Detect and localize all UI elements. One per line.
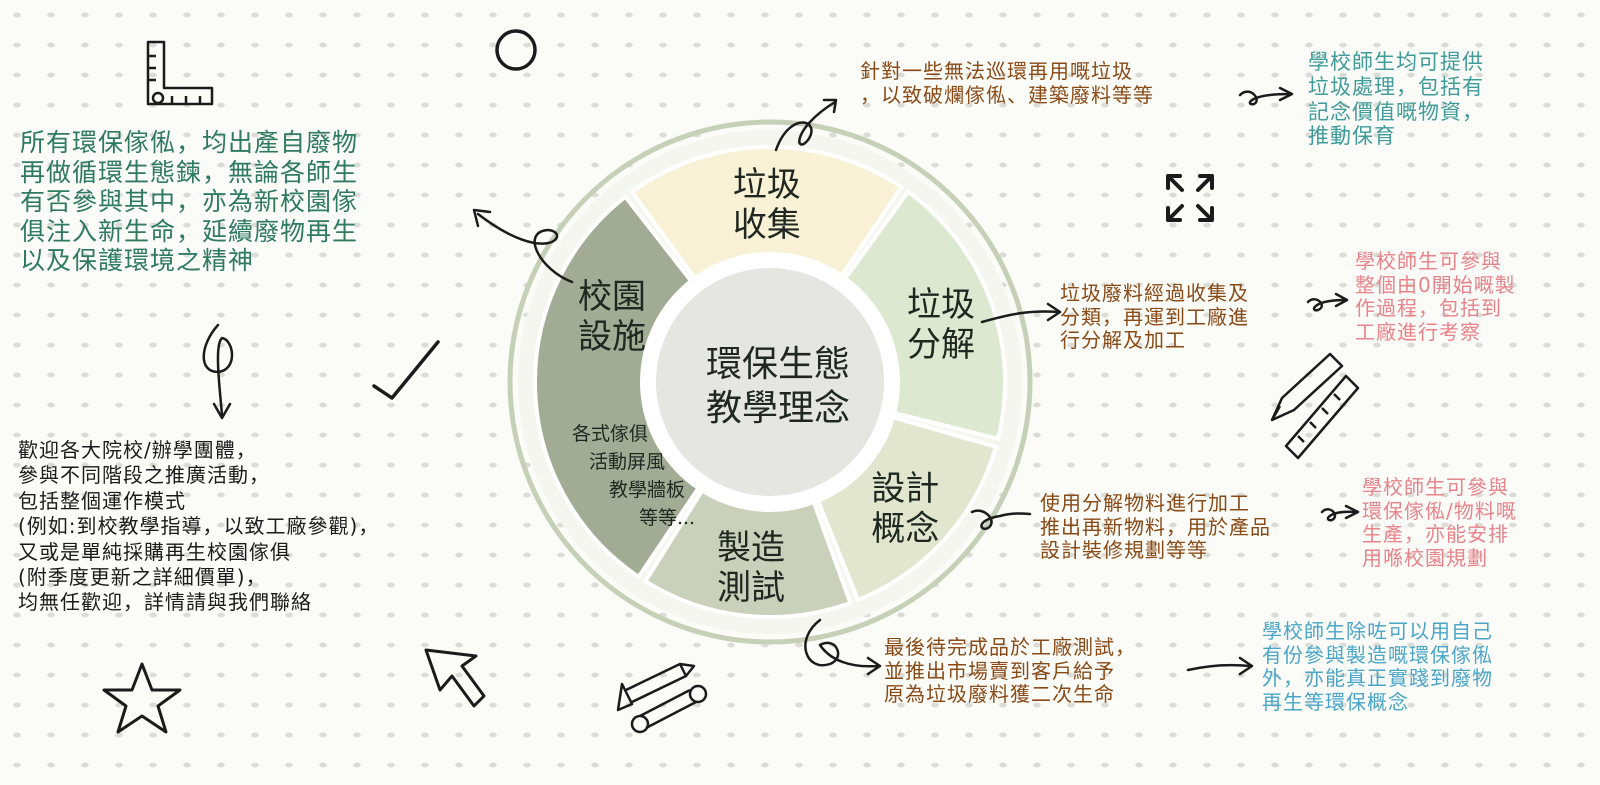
note-design-school: 學校師生可參與 環保傢俬/物料嘅 生產，亦能安排 用喺校園規劃	[1362, 475, 1517, 570]
segment-design-label-line1: 設計	[871, 469, 939, 509]
center-disc	[656, 268, 884, 496]
campus-note-line1: 各式傢俱	[572, 423, 648, 445]
note-collect: 針對一些無法巡環再用嘅垃圾 ，以致破爛傢俬、建築廢料等等	[860, 59, 1154, 107]
campus-note-line4: 等等...	[639, 507, 695, 529]
segment-decompose-label-line1: 垃圾	[907, 285, 975, 325]
note-decompose: 垃圾廢料經過收集及 分類，再運到工廠進 行分解及加工	[1060, 281, 1249, 353]
segment-manufacture-label-line2: 測試	[717, 568, 785, 608]
segment-collect-label-line2: 收集	[733, 205, 801, 245]
outer-ring	[507, 119, 1033, 645]
segment-collect-label-line1: 垃圾	[733, 165, 801, 205]
note-decompose-school: 學校師生可參與 整個由0開始嘅製 作過程，包括到 工廠進行考察	[1355, 249, 1516, 344]
segment-decompose	[842, 189, 1007, 442]
campus-note-line2: 活動屏風	[589, 451, 665, 473]
note-bottom-left: 歡迎各大院校/辦學團體， 參與不同階段之推廣活動， 包括整個運作模式 (例如:到…	[18, 438, 380, 615]
note-manufacture-school: 學校師生除咗可以用自己 有份參與製造嘅環保傢俬 外，亦能真正實踐到廢物 再生等環…	[1262, 619, 1493, 714]
segment-collect	[629, 145, 905, 282]
segment-manufacture-label-line1: 製造	[717, 528, 785, 568]
segment-campus-label-line2: 設施	[578, 317, 646, 357]
segment-design-label-line2: 概念	[871, 509, 939, 549]
campus-note-line3: 教學牆板	[609, 479, 685, 501]
note-top-left: 所有環保傢俬，均出產自廢物 再做循環生態鍊，無論各師生 有否參與其中，亦為新校園…	[20, 128, 359, 275]
center-title-line2: 教學理念	[706, 388, 850, 429]
segment-campus	[533, 194, 702, 580]
note-manufacture: 最後待完成品於工廠測試， 並推出市場賣到客戶給予 原為垃圾廢料獲二次生命	[884, 635, 1136, 707]
segment-decompose-label-line2: 分解	[907, 325, 975, 365]
note-design: 使用分解物料進行加工 推出再新物料，用於產品 設計裝修規劃等等	[1040, 491, 1271, 563]
segment-design	[815, 414, 999, 603]
segment-campus-label-line1: 校園	[578, 277, 646, 317]
center-title-line1: 環保生態	[706, 344, 850, 385]
note-collect-school: 學校師生均可提供 垃圾處理，包括有 記念價值嘅物資， 推動保育	[1308, 50, 1484, 149]
segment-manufacture	[642, 487, 853, 619]
